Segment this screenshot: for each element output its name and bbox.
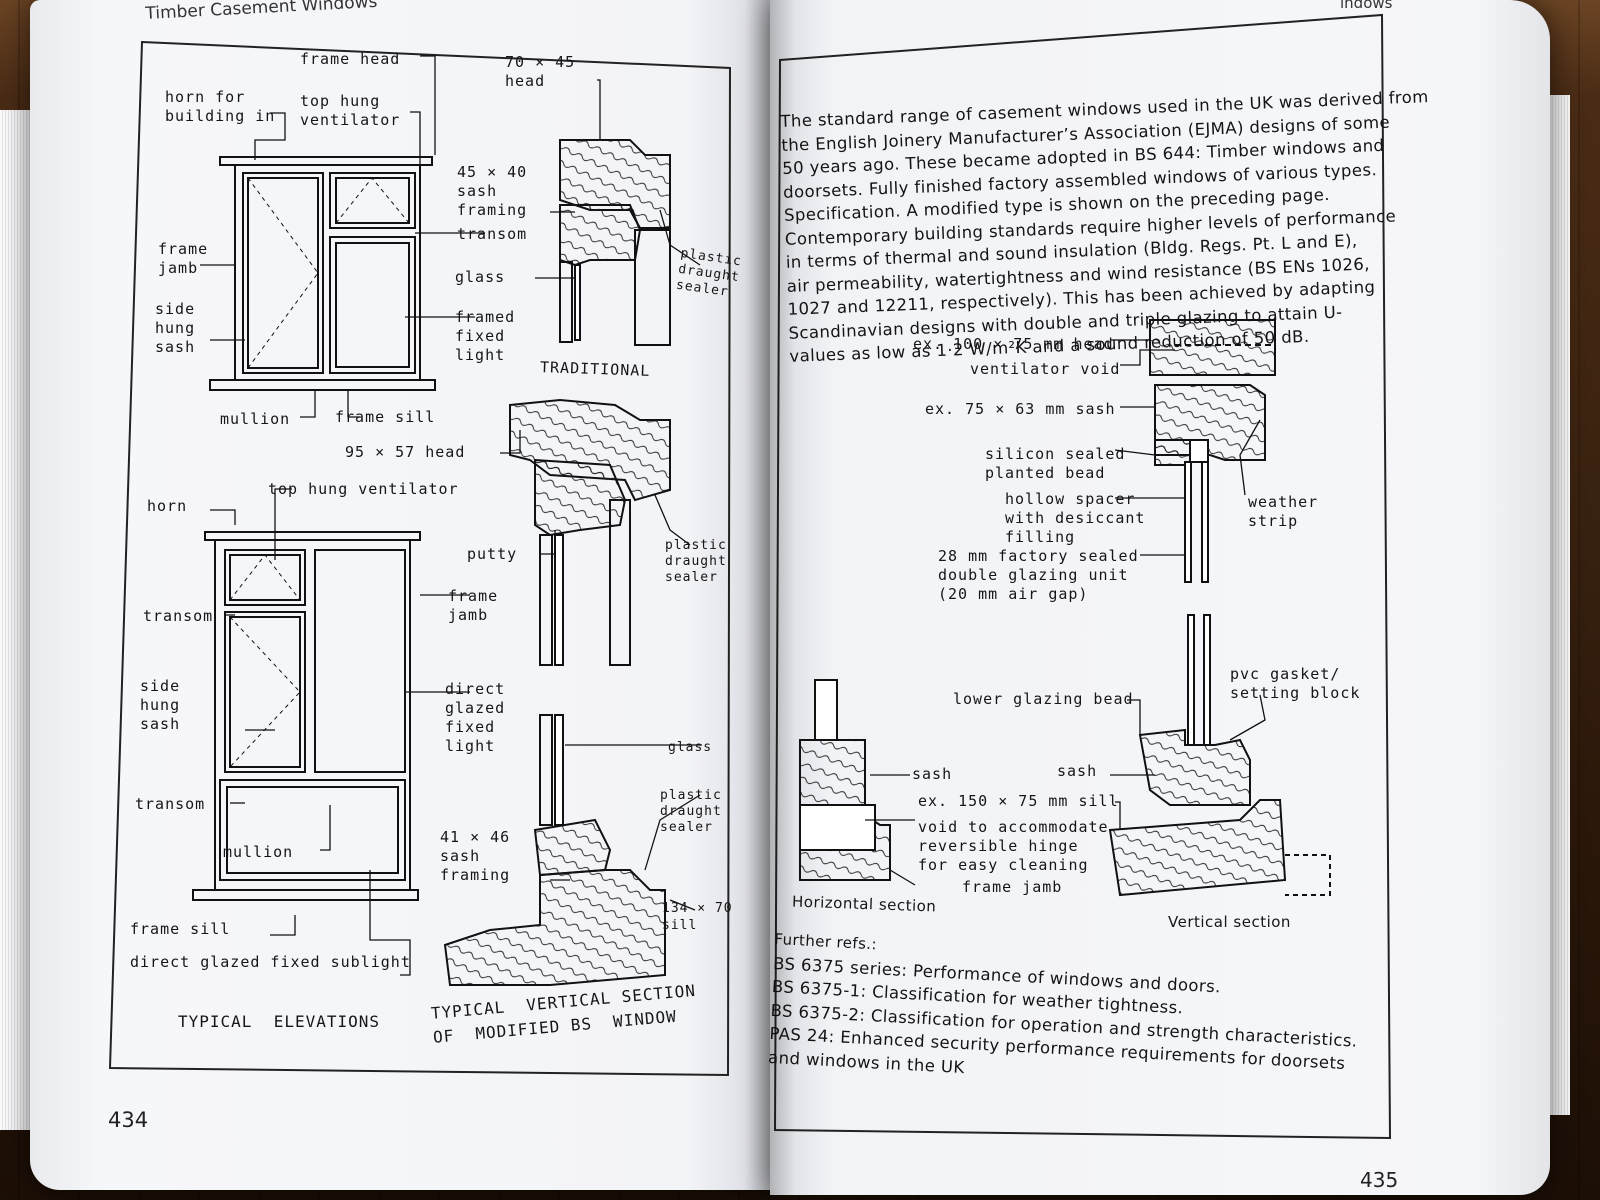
right-leader-lines <box>865 339 1266 886</box>
label-direct-glazed-fixed-light: direct glazed fixed light <box>445 680 506 755</box>
label-transom: transom <box>457 225 528 243</box>
label-framed-fixed-light: framed fixed light <box>455 308 516 364</box>
right-drawing <box>773 13 1392 1140</box>
left-leader-lines <box>200 55 702 976</box>
page-number-right: 435 <box>1360 1168 1399 1192</box>
label-direct-glazed-fixed-sublight: direct glazed fixed sublight <box>130 953 411 971</box>
label-sash-vertical: sash <box>1057 762 1098 780</box>
label-lower-glazing-bead: lower glazing bead <box>953 690 1134 708</box>
label-head-70x45: 70 × 45 head <box>505 53 576 90</box>
intro-paragraph: The standard range of casement windows u… <box>780 85 1438 368</box>
label-glazing-unit: 28 mm factory sealed double glazing unit… <box>938 547 1139 603</box>
vertical-section-sill <box>1108 614 1331 897</box>
label-plastic-draught-sealer: plastic draught sealer <box>675 245 743 300</box>
left-drawing <box>108 40 732 1077</box>
label-plastic-draught-sealer-3: plastic draught sealer <box>660 788 722 835</box>
horizontal-section <box>799 679 891 881</box>
label-side-hung-sash: side hung sash <box>155 300 196 356</box>
right-page: indows 435 <box>768 0 1550 1195</box>
caption-vertical-section: Vertical section <box>1168 913 1291 931</box>
right-border <box>773 13 1392 1140</box>
label-head-100x75: ex. 100 × 75 mm head <box>913 335 1114 353</box>
label-side-hung-sash-2: side hung sash <box>140 677 181 733</box>
label-glass: glass <box>455 268 506 286</box>
modified-head-section <box>509 398 671 666</box>
label-sash-horizontal: sash <box>912 765 953 783</box>
label-pvc-gasket: pvc gasket/ setting block <box>1230 665 1361 702</box>
label-hollow-spacer: hollow spacer with desiccant filling <box>1005 490 1146 546</box>
label-traditional: TRADITIONAL <box>539 358 651 380</box>
label-sill-150x75: ex. 150 × 75 mm sill <box>918 792 1119 810</box>
label-sash-framing-45x40: 45 × 40 sash framing <box>457 163 528 219</box>
book-spine-shadow <box>745 0 795 1200</box>
vertical-section-head <box>1149 319 1276 583</box>
traditional-section <box>559 139 671 346</box>
label-mullion: mullion <box>220 410 291 428</box>
label-putty: putty <box>467 545 518 563</box>
label-frame-jamb-2: frame jamb <box>448 587 499 624</box>
label-horn-for-building-in: horn for building in <box>165 88 276 125</box>
label-frame-jamb-right: frame jamb <box>962 878 1063 896</box>
label-top-hung-ventilator-2: top hung ventilator <box>268 480 459 498</box>
modified-sill-section <box>443 714 666 986</box>
label-mullion-2: mullion <box>223 843 294 861</box>
label-sill-134x70: 134 × 70 sill <box>662 901 733 933</box>
label-horn: horn <box>147 497 188 515</box>
label-transom-2: transom <box>143 607 214 625</box>
label-frame-sill: frame sill <box>335 408 436 426</box>
label-frame-head: frame head <box>300 50 401 68</box>
label-sash-75x63: ex. 75 × 63 mm sash <box>925 400 1116 418</box>
label-sash-framing-41x46: 41 × 46 sash framing <box>440 828 511 884</box>
left-page: Timber Casement Windows 434 <box>30 0 775 1190</box>
label-top-hung-ventilator: top hung ventilator <box>300 92 401 129</box>
left-border <box>108 40 732 1077</box>
running-head-right: indows <box>1340 0 1393 12</box>
label-glass-2: glass <box>668 740 713 755</box>
caption-typical-elevations: TYPICAL ELEVATIONS <box>178 1012 381 1031</box>
label-weather-strip: weather strip <box>1248 493 1319 530</box>
label-void-hinge: void to accommodate reversible hinge for… <box>918 818 1109 874</box>
label-ventilator-void: ventilator void <box>970 360 1121 378</box>
label-silicon-sealed-bead: silicon sealed planted bead <box>985 445 1126 482</box>
lower-window-elevation <box>192 531 421 901</box>
label-frame-jamb: frame jamb <box>158 240 209 277</box>
upper-window-elevation <box>209 156 436 391</box>
label-plastic-draught-sealer-2: plastic draught sealer <box>665 538 727 585</box>
label-frame-sill-2: frame sill <box>130 920 231 938</box>
label-head-95x57: 95 × 57 head <box>345 443 466 461</box>
label-transom-3: transom <box>135 795 206 813</box>
page-number-left: 434 <box>108 1108 149 1132</box>
